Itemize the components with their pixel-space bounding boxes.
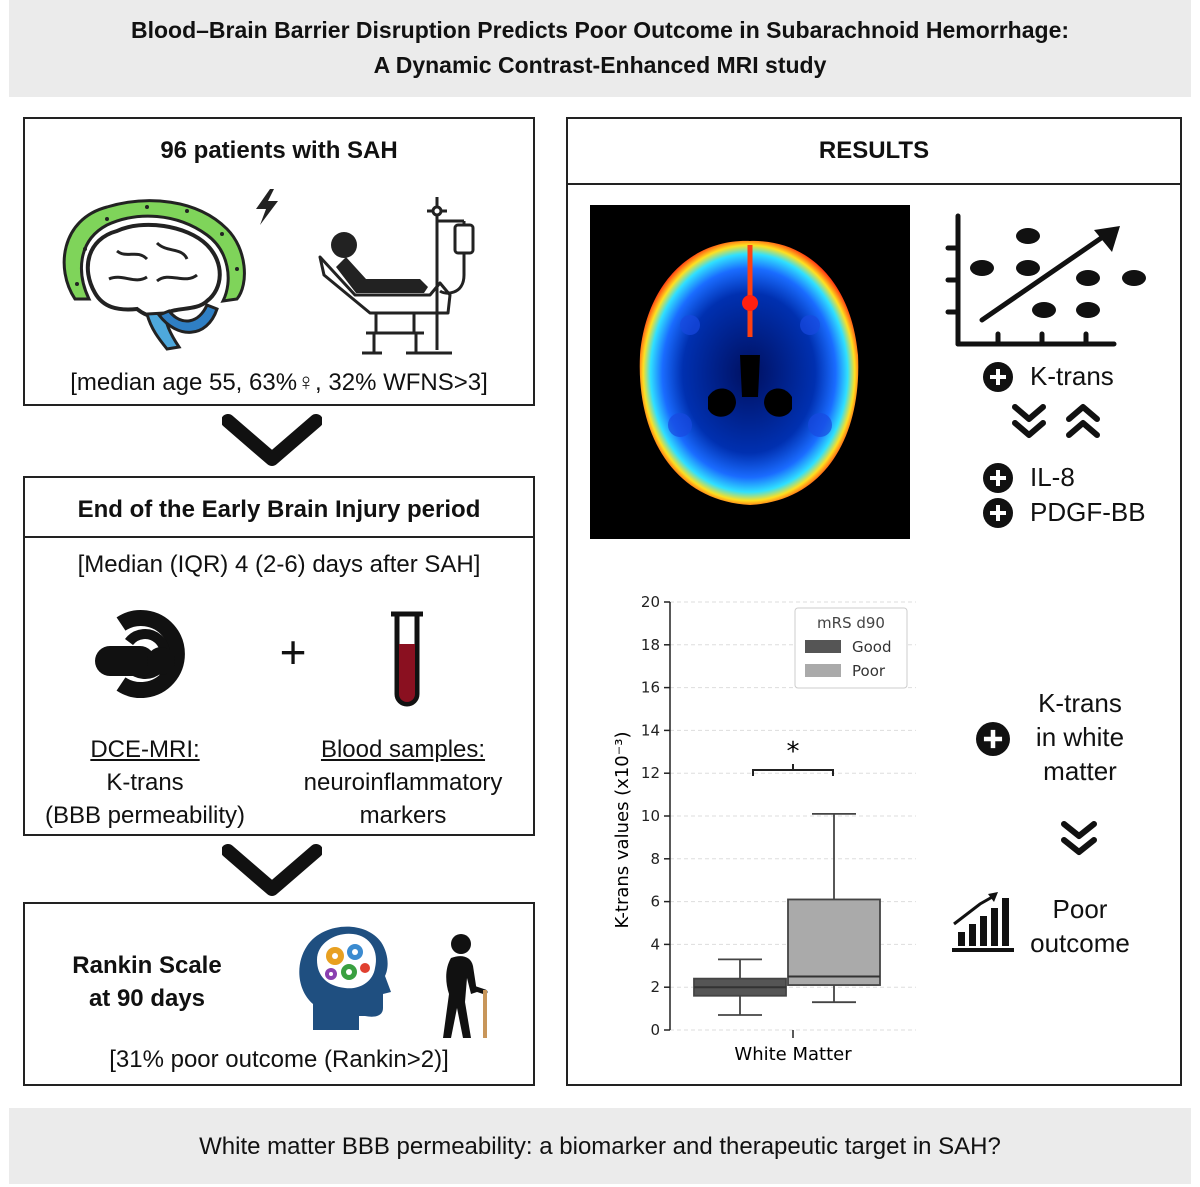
wm-line-1: K-trans <box>1038 688 1122 718</box>
y-tick-label: 8 <box>650 850 660 868</box>
title-line-1: Blood–Brain Barrier Disruption Predicts … <box>130 17 1070 43</box>
head-with-gears-icon <box>299 926 391 1030</box>
box-poor <box>787 812 881 1004</box>
y-tick-label: 6 <box>650 893 660 911</box>
y-tick-label: 16 <box>641 679 660 697</box>
growth-bars-icon <box>952 892 1014 952</box>
ktrans-item: K-trans <box>1030 361 1114 391</box>
chevron-down-icon-2 <box>222 844 322 896</box>
plus-sign: + <box>279 626 307 678</box>
iqr-box <box>787 898 881 986</box>
ktrans-boxplot-chart: 0 2 4 6 8 10 12 14 16 18 20 K-trans values (x10⁻³)… <box>612 593 916 1065</box>
y-axis <box>669 602 794 1038</box>
y-tick-label: 2 <box>650 978 660 996</box>
y-tick-label: 14 <box>641 721 660 739</box>
boxes <box>693 812 881 1016</box>
legend-swatch-poor <box>805 664 841 677</box>
patients-heading: 96 patients with SAH <box>160 137 398 164</box>
legend-title: mRS d90 <box>817 614 885 632</box>
plus-circle-icon-il8 <box>983 463 1013 493</box>
chevrons-down-icon <box>1061 821 1097 855</box>
dce-mri-label: DCE-MRI: <box>90 736 200 763</box>
y-tick-label: 0 <box>650 1021 660 1039</box>
legend-poor: Poor <box>852 662 886 680</box>
ktrans-map-image <box>590 205 910 539</box>
legend: mRS d90 Good Poor <box>794 607 908 689</box>
elderly-person-cane-icon <box>443 934 488 1038</box>
bbb-permeability-label: (BBB permeability) <box>44 802 246 829</box>
brain-with-hemorrhage-icon <box>62 199 246 351</box>
y-tick-label: 20 <box>641 593 660 611</box>
mri-scanner-icon <box>95 610 185 698</box>
lightning-icon <box>256 189 278 225</box>
scatter-trend-icon <box>945 213 1146 347</box>
ebi-timing: [Median (IQR) 4 (2-6) days after SAH] <box>77 551 481 578</box>
y-tick-label: 18 <box>641 636 660 654</box>
patients-box: 96 patients with SAH [median age 55, 63%… <box>23 117 535 406</box>
markers-label: markers <box>359 802 447 829</box>
il8-item: IL-8 <box>1030 462 1075 492</box>
box-good <box>693 958 787 1016</box>
y-axis-label: K-trans values (x10⁻³) <box>612 732 633 929</box>
plus-circle-icon-pdgf <box>983 498 1013 528</box>
chevron-down-icon <box>222 414 322 466</box>
x-axis-label: White Matter <box>734 1044 852 1065</box>
rankin-heading-2: at 90 days <box>88 985 206 1012</box>
title-banner: Blood–Brain Barrier Disruption Predicts … <box>9 0 1191 97</box>
title-line-2: A Dynamic Contrast-Enhanced MRI study <box>373 52 827 78</box>
ebi-heading: End of the Early Brain Injury period <box>77 496 481 523</box>
poor-outcome-line-2: outcome <box>1030 928 1130 958</box>
ktrans-label: K-trans <box>106 769 184 796</box>
significance-star: * <box>787 737 800 767</box>
plus-circle-icon-white-matter <box>976 722 1010 756</box>
patients-demographics: [median age 55, 63%♀, 32% WFNS>3] <box>70 369 488 396</box>
pdgf-bb-item: PDGF-BB <box>1030 497 1146 527</box>
significance-bracket: * <box>752 737 834 776</box>
conclusion-banner: White matter BBB permeability: a biomark… <box>9 1108 1191 1184</box>
conclusion-text: White matter BBB permeability: a biomark… <box>199 1133 1001 1160</box>
rankin-heading-1: Rankin Scale <box>72 952 222 979</box>
y-tick-label: 4 <box>650 935 660 953</box>
blood-samples-label: Blood samples: <box>320 736 486 763</box>
results-heading: RESULTS <box>818 137 930 164</box>
rankin-box: Rankin Scale at 90 days [31% poor outcom… <box>23 902 535 1086</box>
poor-outcome-line-1: Poor <box>1052 894 1108 924</box>
y-tick-label: 12 <box>641 764 660 782</box>
chevrons-down-up-icon <box>1012 404 1100 438</box>
ebi-box: End of the Early Brain Injury period [Me… <box>23 476 535 836</box>
wm-line-2: in white <box>1035 722 1125 752</box>
plus-circle-icon <box>983 362 1013 392</box>
rankin-result: [31% poor outcome (Rankin>2)] <box>109 1046 449 1073</box>
blood-tube-icon <box>391 611 423 707</box>
legend-swatch-good <box>805 640 841 653</box>
wm-line-3: matter <box>1043 756 1117 786</box>
patient-in-bed-iv-icon <box>318 197 475 355</box>
legend-good: Good <box>852 638 892 656</box>
y-tick-label: 10 <box>641 807 660 825</box>
y-ticks: 0 2 4 6 8 10 12 14 16 18 20 <box>641 593 670 1039</box>
neuroinflammatory-label: neuroinflammatory <box>303 769 503 796</box>
